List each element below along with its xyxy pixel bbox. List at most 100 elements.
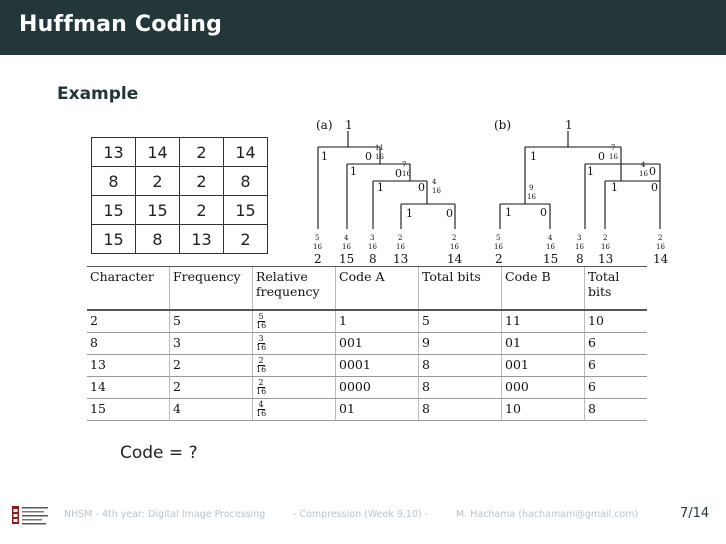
leaf-fraction-den: 16 — [368, 243, 377, 251]
tree-a-root: 1 — [345, 118, 353, 132]
fraction-denominator: 16 — [609, 153, 618, 161]
cell-total-bits-b: 6 — [584, 376, 647, 399]
cell-character: 14 — [87, 376, 170, 399]
grid-row: 15 15 2 15 — [91, 195, 268, 225]
question-text: Code = ? — [120, 443, 198, 463]
fraction-denominator: 16 — [527, 193, 536, 201]
fraction-denominator: 16 — [256, 343, 267, 352]
leaf-fraction-den: 16 — [396, 243, 405, 251]
leaf-fraction-den: 16 — [450, 243, 459, 251]
section-subheading: Example — [57, 84, 139, 104]
fraction-numerator: 9 — [529, 184, 533, 192]
cell-total-bits-a: 5 — [418, 310, 502, 333]
grid-cell: 13 — [179, 224, 224, 254]
cell-code-b: 000 — [501, 376, 585, 399]
cell-code-a: 0001 — [335, 354, 419, 377]
slide-header: Huffman Coding — [0, 0, 726, 55]
leaf-fraction-num: 5 — [315, 234, 319, 242]
grid-cell: 2 — [223, 224, 268, 254]
cell-frequency: 4 — [169, 398, 253, 421]
slide-title: Huffman Coding — [19, 12, 223, 37]
leaf-fraction-num: 2 — [398, 234, 402, 242]
cell-frequency: 5 — [169, 310, 253, 333]
tree-b-label: (b) — [494, 118, 511, 132]
cell-code-b: 01 — [501, 332, 585, 355]
grid-row: 15 8 13 2 — [91, 224, 268, 254]
fraction-denominator: 16 — [639, 170, 648, 178]
cell-code-b: 10 — [501, 398, 585, 421]
branch-bit: 1 — [350, 165, 357, 178]
branch-bit: 1 — [321, 150, 328, 163]
grid-cell: 2 — [179, 137, 224, 167]
huffman-trees-figure: (a) 1 1 0 1 0 1 0 1 0 11 16 7 16 4 16 5 … — [313, 118, 669, 266]
column-header: Code B — [501, 266, 585, 311]
leaf-fraction-num: 3 — [577, 234, 581, 242]
grid-cell: 15 — [135, 195, 180, 225]
branch-bit: 0 — [651, 181, 658, 194]
grid-cell: 8 — [223, 166, 268, 196]
cell-total-bits-a: 8 — [418, 354, 502, 377]
cell-code-b: 001 — [501, 354, 585, 377]
branch-bit: 1 — [587, 165, 594, 178]
fraction-denominator: 16 — [256, 365, 267, 374]
fraction-numerator: 2 — [257, 356, 265, 366]
footer-author: M. Hachama (hachamam@gmail.com) — [456, 509, 639, 520]
fraction-numerator: 3 — [257, 334, 265, 344]
fraction-denominator: 16 — [375, 153, 384, 161]
branch-bit: 0 — [365, 150, 372, 163]
cell-total-bits-b: 6 — [584, 332, 647, 355]
column-header: Total bits — [584, 266, 647, 311]
grid-cell: 2 — [179, 195, 224, 225]
cell-total-bits-b: 8 — [584, 398, 647, 421]
cell-total-bits-a: 8 — [418, 398, 502, 421]
cell-frequency: 2 — [169, 354, 253, 377]
leaf-fraction-num: 2 — [603, 234, 607, 242]
branch-bit: 1 — [377, 181, 384, 194]
leaf-fraction-num: 2 — [658, 234, 662, 242]
cell-frequency: 2 — [169, 376, 253, 399]
tree-b-root: 1 — [565, 118, 573, 132]
leaf-fraction-den: 16 — [494, 243, 503, 251]
leaf-value: 13 — [598, 252, 613, 266]
leaf-value: 15 — [543, 252, 558, 266]
leaf-fraction-den: 16 — [656, 243, 665, 251]
table-header-row: Character Frequency Relative frequency C… — [87, 266, 647, 311]
cell-total-bits-a: 8 — [418, 376, 502, 399]
huffman-code-table: Character Frequency Relative frequency C… — [87, 266, 647, 421]
grid-cell: 15 — [223, 195, 268, 225]
leaf-fraction-num: 4 — [548, 234, 553, 242]
cell-character: 15 — [87, 398, 170, 421]
fraction-numerator: 4 — [641, 161, 646, 169]
leaf-fraction-den: 16 — [546, 243, 555, 251]
fraction-denominator: 16 — [256, 409, 267, 418]
image-value-grid: 13 14 2 14 8 2 2 8 15 15 2 15 15 8 13 2 — [91, 137, 268, 254]
leaf-fraction-den: 16 — [313, 243, 322, 251]
column-header: Code A — [335, 266, 419, 311]
grid-cell: 14 — [135, 137, 180, 167]
cell-code-a: 001 — [335, 332, 419, 355]
fraction-denominator: 16 — [256, 387, 267, 396]
leaf-value: 8 — [369, 252, 377, 266]
column-header: Frequency — [169, 266, 253, 311]
fraction-numerator: 7 — [611, 144, 615, 152]
fraction-numerator: 5 — [257, 312, 265, 322]
leaf-fraction-num: 4 — [344, 234, 349, 242]
grid-cell: 2 — [179, 166, 224, 196]
cell-character: 13 — [87, 354, 170, 377]
leaf-value: 15 — [339, 252, 354, 266]
leaf-value: 2 — [495, 252, 503, 266]
leaf-fraction-num: 5 — [496, 234, 500, 242]
branch-bit: 0 — [649, 165, 656, 178]
